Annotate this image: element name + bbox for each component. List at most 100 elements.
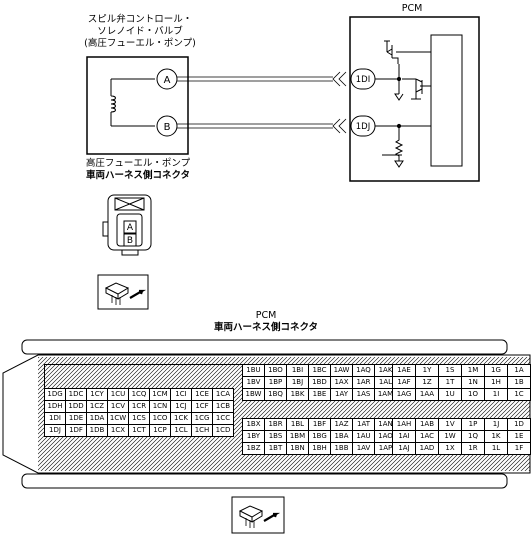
pin-cell: 1BD (308, 376, 331, 389)
pcm-title: PCM (402, 3, 423, 14)
pcm-internal-circuit (375, 40, 431, 168)
pin-cell: 1CX (107, 424, 129, 437)
pin-cell: 1CP (149, 424, 171, 437)
pin-cell: 1BC (308, 364, 331, 377)
pin-cell: 1BN (286, 442, 309, 455)
pin-cell: 1BW (242, 388, 265, 401)
pin-cell: 1DF (65, 424, 87, 437)
pin-cell: 1B (507, 376, 531, 389)
pin-cell: 1BO (264, 364, 287, 377)
pin-cell: 1CS (128, 412, 150, 425)
pin-cell: 1BJ (286, 376, 309, 389)
pcm-ic-block (430, 34, 463, 167)
pin-cell: 1C (507, 388, 531, 401)
pin-cell: 1AS (352, 388, 375, 401)
pin-cell: 1BX (242, 418, 265, 431)
pin-cell: 1AB (415, 418, 439, 431)
pin-cell: 1F (507, 442, 531, 455)
pin-cell: 1AZ (330, 418, 353, 431)
pin-cell: 1BR (264, 418, 287, 431)
pin-cell: 1AA (415, 388, 439, 401)
pin-cell: 1AY (330, 388, 353, 401)
pin-cell: 1G (484, 364, 508, 377)
pin-cell: 1AT (352, 418, 375, 431)
pin-cell: 1DH (44, 400, 66, 413)
pin-cell: 1L (484, 442, 508, 455)
pin-cell: 1BS (264, 430, 287, 443)
small-connector-label: 高圧フューエル・ポンプ 車両ハーネス側コネクタ (58, 158, 218, 182)
pin-cell: 1BQ (264, 388, 287, 401)
component-label-line: (高圧フューエル・ポンプ) (84, 38, 196, 49)
pin-cell: 1BG (308, 430, 331, 443)
pin-cell: 1U (438, 388, 462, 401)
pin-cell: 1AH (392, 418, 416, 431)
pin-cell: 1D (507, 418, 531, 431)
pcm-pin-1di-label: 1DI (356, 75, 370, 85)
pin-cell: 1CT (128, 424, 150, 437)
pin-cell: 1AW (330, 364, 353, 377)
pin-cell: 1O (461, 388, 485, 401)
solenoid-coil-icon (110, 78, 155, 127)
pin-cell: 1BP (264, 376, 287, 389)
pin-cell: 1CD (212, 424, 234, 437)
pin-cell: 1CK (170, 412, 192, 425)
pin-cell: 1BK (286, 388, 309, 401)
pin-cell: 1AF (392, 376, 416, 389)
pin-cell: 1BF (308, 418, 331, 431)
connector-view-icon (231, 496, 285, 534)
pin-b-circle (156, 115, 178, 137)
pin-cell: 1H (484, 376, 508, 389)
pin-cell: 1BT (264, 442, 287, 455)
pin-b-label: B (164, 122, 171, 133)
wire-b (177, 118, 347, 134)
pin-cell: 1A (507, 364, 531, 377)
pin-a-circle (156, 68, 178, 90)
pin-cell: 1BU (242, 364, 265, 377)
small-connector-pin-b: B (126, 236, 134, 246)
pin-cell: 1DI (44, 412, 66, 425)
pin-cell: 1AJ (392, 442, 416, 455)
pin-cell: 1AU (352, 430, 375, 443)
component-label-line: スピル弁コントロール・ (87, 14, 193, 25)
pcm-pin-1dj-label: 1DJ (356, 122, 370, 132)
component-label-line: ソレノイド・バルブ (97, 26, 183, 37)
big-connector-label-line: 車両ハーネス側コネクタ (213, 322, 319, 333)
pin-cell: 1T (438, 376, 462, 389)
pin-cell: 1DD (65, 400, 87, 413)
pin-cell: 1E (507, 430, 531, 443)
pin-cell: 1DC (65, 388, 87, 401)
pin-cell: 1CZ (86, 400, 108, 413)
pin-cell: 1DE (65, 412, 87, 425)
big-connector-label-line: PCM (255, 310, 277, 321)
pin-cell: 1BH (308, 442, 331, 455)
pin-cell: 1BL (286, 418, 309, 431)
small-connector-pin-a: A (126, 223, 134, 233)
pin-cell: 1AC (415, 430, 439, 443)
pin-cell: 1CU (107, 388, 129, 401)
pin-cell: 1DB (86, 424, 108, 437)
pin-cell: 1Y (415, 364, 439, 377)
pin-cell: 1CB (212, 400, 234, 413)
pin-cell: 1CF (191, 400, 213, 413)
pin-cell: 1CA (212, 388, 234, 401)
pin-cell: 1W (438, 430, 462, 443)
pin-cell: 1CJ (170, 400, 192, 413)
wire-a (177, 71, 347, 87)
pin-cell: 1V (438, 418, 462, 431)
pin-cell: 1BI (286, 364, 309, 377)
component-label: スピル弁コントロール・ ソレノイド・バルブ (高圧フューエル・ポンプ) (60, 14, 220, 50)
pin-cell: 1AR (352, 376, 375, 389)
pin-cell: 1AX (330, 376, 353, 389)
pin-cell: 1R (461, 442, 485, 455)
pin-cell: 1CM (149, 388, 171, 401)
pin-cell: 1DA (86, 412, 108, 425)
pin-cell: 1BE (308, 388, 331, 401)
pin-cell: 1BY (242, 430, 265, 443)
pin-cell: 1CW (107, 412, 129, 425)
